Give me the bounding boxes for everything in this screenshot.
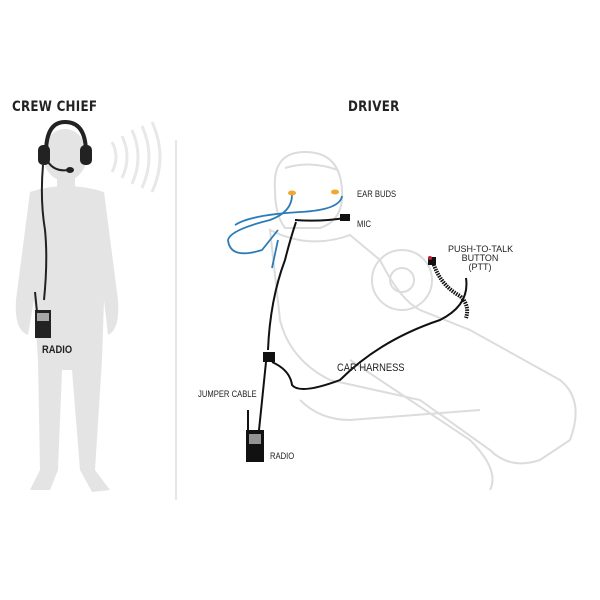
car-harness-label: CAR HARNESS [337,362,405,374]
driver-outline [268,150,577,491]
sound-waves-icon [110,121,162,193]
ptt-label-line3: (PTT) [468,262,492,272]
jumper-cable-label: JUMPER CABLE [198,389,257,399]
crew-radio-icon [34,291,51,338]
ptt-label-line2: BUTTON [461,253,499,263]
ptt-button-icon [428,257,436,265]
driver-title: DRIVER [348,99,400,115]
ptt-indicator [428,256,432,260]
ptt-coiled-cable [431,261,470,319]
earbud-cable [227,194,343,269]
mic-label: MIC [357,219,372,229]
driver-radio-label: RADIO [270,451,295,461]
crew-chief-title: CREW CHIEF [12,99,98,115]
ptt-label-line1: PUSH-TO-TALK [448,244,514,254]
ear-bud-right-icon [331,189,339,195]
driver-radio-icon [246,410,264,462]
mic-icon [340,214,350,221]
crew-chief-silhouette [15,129,119,492]
junction-block [263,352,275,362]
crew-headset-icon [38,119,92,301]
ptt-label: PUSH-TO-TALK BUTTON (PTT) [448,244,514,272]
ear-buds-label: EAR BUDS [357,189,397,199]
mic-boom [294,217,346,222]
crew-radio-label: RADIO [42,344,73,356]
ear-bud-left-icon [288,190,296,196]
main-cable [257,221,468,441]
